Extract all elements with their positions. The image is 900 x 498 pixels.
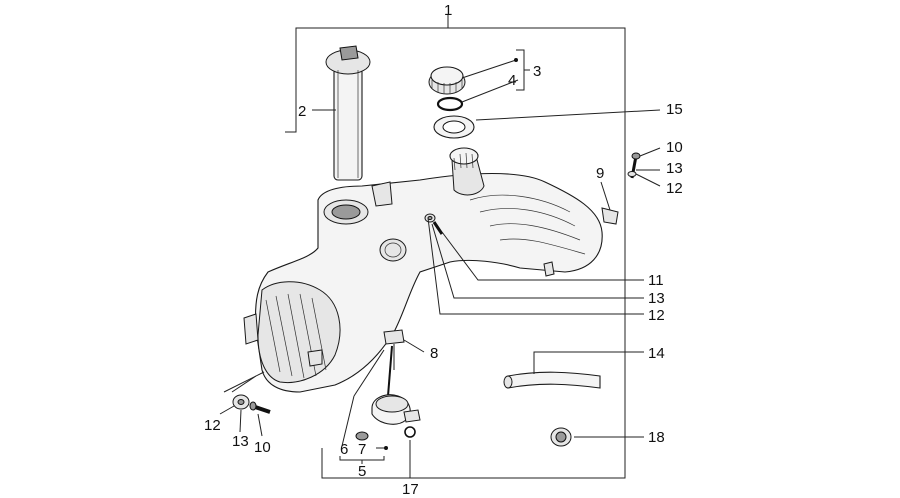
callout-10: 10 bbox=[666, 139, 683, 156]
callout-11: 11 bbox=[648, 272, 664, 289]
callout-13: 13 bbox=[666, 160, 683, 177]
callout-2: 2 bbox=[298, 103, 306, 120]
fuel-hose bbox=[503, 371, 601, 389]
callout-15: 15 bbox=[666, 101, 683, 118]
fuel-level-sender bbox=[325, 45, 371, 181]
callout-6: 6 bbox=[340, 441, 348, 458]
fuel-tank-body bbox=[243, 147, 619, 393]
callout-17: 17 bbox=[402, 481, 419, 498]
callout-12: 12 bbox=[666, 180, 683, 197]
callout-3: 3 bbox=[533, 63, 541, 80]
callout-14: 14 bbox=[648, 345, 665, 362]
callout-4: 4 bbox=[508, 72, 516, 89]
callout-8: 8 bbox=[430, 345, 438, 362]
callout-1: 1 bbox=[444, 2, 452, 19]
callout-7: 7 bbox=[358, 441, 366, 458]
screw-set-right bbox=[627, 152, 641, 179]
grommet bbox=[550, 427, 572, 447]
leader-lines bbox=[219, 49, 661, 478]
hose-clamp bbox=[383, 329, 405, 370]
assembly-frame bbox=[285, 14, 626, 479]
o-ring bbox=[436, 96, 464, 112]
fuel-cap bbox=[428, 66, 466, 95]
gasket bbox=[433, 115, 475, 139]
callout-10: 10 bbox=[254, 439, 271, 456]
callout-18: 18 bbox=[648, 429, 665, 446]
callout-13: 13 bbox=[648, 290, 665, 307]
callout-12: 12 bbox=[204, 417, 221, 434]
callout-13: 13 bbox=[232, 433, 249, 450]
callout-9: 9 bbox=[596, 165, 604, 182]
callout-labels: 1 2 3 4 15 10 13 12 9 11 13 12 8 14 12 1… bbox=[204, 2, 683, 498]
screw-set-left bbox=[232, 394, 271, 414]
fuel-tap bbox=[355, 345, 421, 441]
callout-5: 5 bbox=[358, 463, 366, 480]
callout-12: 12 bbox=[648, 307, 665, 324]
